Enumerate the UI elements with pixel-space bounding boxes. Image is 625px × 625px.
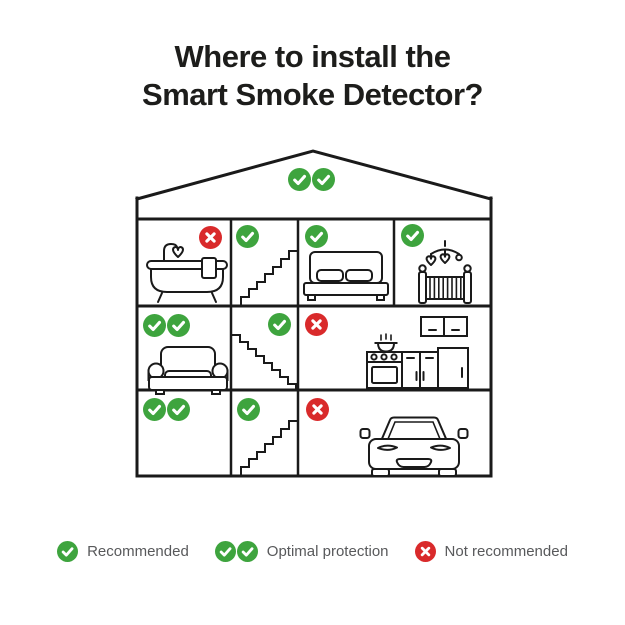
check-icon: [167, 398, 190, 421]
bed-icon: [303, 251, 389, 301]
attic-marks: [288, 168, 335, 191]
not-recommended-marks: [414, 541, 436, 562]
legend: Recommended Optimal protection Not recom…: [0, 541, 625, 562]
staircase-top-marks: [236, 225, 259, 248]
kitchen-icon: [366, 316, 469, 389]
legend-item-optimal-protection: Optimal protection: [214, 541, 389, 562]
check-icon: [57, 541, 79, 562]
car-icon: [359, 416, 469, 477]
check-icon: [236, 225, 259, 248]
check-icon: [143, 314, 166, 337]
nursery-marks: [401, 224, 424, 247]
staircase-middle-marks: [268, 313, 291, 336]
bathtub-icon: [146, 243, 228, 303]
cross-icon: [414, 541, 436, 562]
cross-icon: [305, 313, 328, 336]
baby-mobile-icon: [425, 240, 463, 266]
check-icon: [237, 398, 260, 421]
check-icon: [288, 168, 311, 191]
legend-item-not-recommended: Not recommended: [414, 541, 568, 562]
living-room-marks: [143, 314, 190, 337]
cross-icon: [306, 398, 329, 421]
basement-room-marks: [143, 398, 190, 421]
stairs-middle-icon: [231, 334, 297, 391]
check-icon: [236, 541, 258, 562]
check-icon: [268, 313, 291, 336]
garage-marks: [306, 398, 329, 421]
check-icon: [305, 225, 328, 248]
stairs-top-icon: [240, 250, 298, 305]
armchair-icon: [147, 346, 229, 395]
legend-label: Optimal protection: [266, 543, 389, 560]
title-line-2: Smart Smoke Detector?: [142, 77, 483, 113]
bathroom-marks: [199, 226, 222, 249]
kitchen-marks: [305, 313, 328, 336]
title-line-1: Where to install the: [174, 39, 451, 74]
cross-icon: [199, 226, 222, 249]
legend-item-recommended: Recommended: [57, 541, 189, 562]
check-icon: [312, 168, 335, 191]
staircase-bottom-marks: [237, 398, 260, 421]
stairs-bottom-icon: [240, 420, 298, 476]
recommended-marks: [57, 541, 79, 562]
crib-icon: [418, 264, 472, 304]
page-title: Where to install the Smart Smoke Detecto…: [0, 38, 625, 115]
legend-label: Recommended: [87, 543, 189, 560]
legend-label: Not recommended: [444, 543, 568, 560]
check-icon: [143, 398, 166, 421]
bedroom-marks: [305, 225, 328, 248]
check-icon: [401, 224, 424, 247]
check-icon: [167, 314, 190, 337]
optimal-protection-marks: [214, 541, 258, 562]
check-icon: [214, 541, 236, 562]
